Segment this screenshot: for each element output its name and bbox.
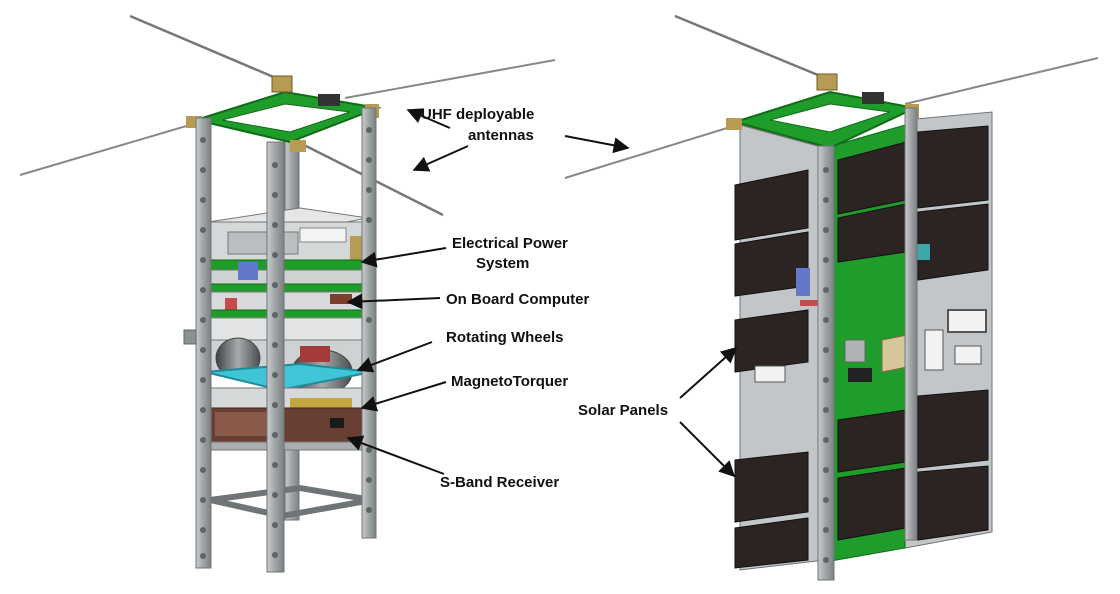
label-eps-line1: Electrical Power <box>452 235 568 252</box>
arrow-mtq <box>360 381 447 412</box>
label-sband: S-Band Receiver <box>440 474 559 491</box>
label-mtq: MagnetoTorquer <box>451 373 568 390</box>
left-antenna-rod <box>129 14 291 86</box>
left-antenna-rod <box>19 121 201 176</box>
callout-arrows <box>346 108 738 478</box>
left-internal-stack <box>204 207 373 520</box>
label-obc: On Board Computer <box>446 291 589 308</box>
label-uhf-line1: UHF deployable <box>421 106 534 123</box>
arrow-obc <box>346 293 441 310</box>
left-antenna-rod <box>344 59 556 99</box>
arrow-solar-1 <box>679 346 738 399</box>
label-solar: Solar Panels <box>578 402 668 419</box>
right-antenna-rod <box>564 123 741 179</box>
right-cubesat <box>564 14 1099 581</box>
arrow-eps <box>360 247 447 268</box>
arrow-uhf-2 <box>412 145 469 172</box>
right-rail-side <box>904 107 918 541</box>
left-cubesat <box>19 14 556 573</box>
arrow-uhf-3 <box>564 135 630 154</box>
arrow-sband <box>346 435 445 475</box>
label-uhf-line2: antennas <box>468 127 534 144</box>
arrow-solar-2 <box>679 421 736 478</box>
right-rail-front <box>817 145 835 581</box>
arrow-uhf-1 <box>406 108 451 129</box>
left-rail-front <box>266 141 285 573</box>
right-antenna-rod <box>904 57 1099 105</box>
label-eps-line2: System <box>476 255 529 272</box>
label-wheels: Rotating Wheels <box>446 329 564 346</box>
arrow-wheels <box>356 341 433 373</box>
right-antenna-rod <box>674 14 831 82</box>
